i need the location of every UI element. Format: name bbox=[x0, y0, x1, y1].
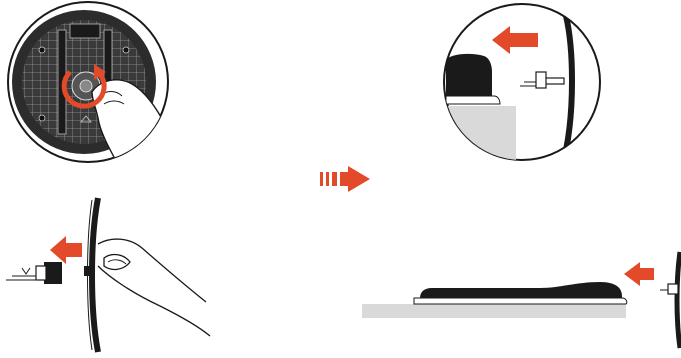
left-arrow-icon bbox=[624, 262, 654, 286]
unscrew-base-closeup bbox=[8, 2, 168, 168]
stand-removed-flat bbox=[362, 252, 680, 348]
pull-base-off-closeup bbox=[440, 4, 600, 166]
detach-stand-side-view bbox=[6, 198, 210, 352]
left-arrow-icon bbox=[50, 236, 82, 264]
dashed-right-arrow-icon bbox=[320, 166, 370, 192]
